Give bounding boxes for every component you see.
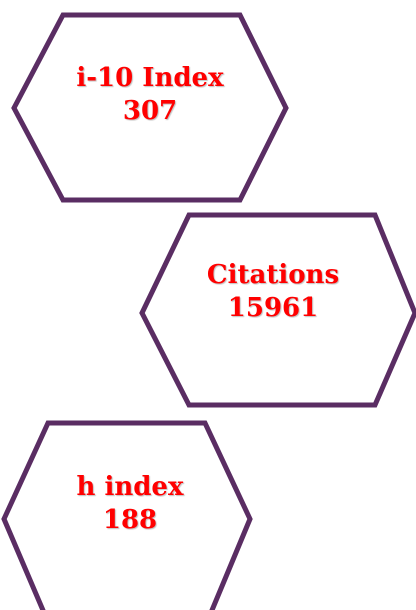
citations-hexagon: Citations 15961 (130, 205, 416, 415)
h-index-hexagon: h index 188 (0, 415, 260, 610)
citations-text: Citations 15961 (130, 259, 416, 325)
i10-index-label: i-10 Index (76, 63, 224, 93)
h-index-value: 188 (102, 505, 158, 535)
hexagon-outline (11, 12, 289, 203)
h-index-text: h index 188 (0, 471, 260, 537)
hexagon-outline (139, 212, 416, 408)
h-index-label: h index (76, 472, 184, 502)
i10-index-value: 307 (122, 96, 178, 126)
i10-index-hexagon: i-10 Index 307 (0, 0, 300, 210)
i10-index-text: i-10 Index 307 (0, 62, 300, 128)
citations-value: 15961 (227, 293, 319, 323)
citations-label: Citations (206, 260, 340, 290)
hexagon-outline (1, 420, 253, 610)
